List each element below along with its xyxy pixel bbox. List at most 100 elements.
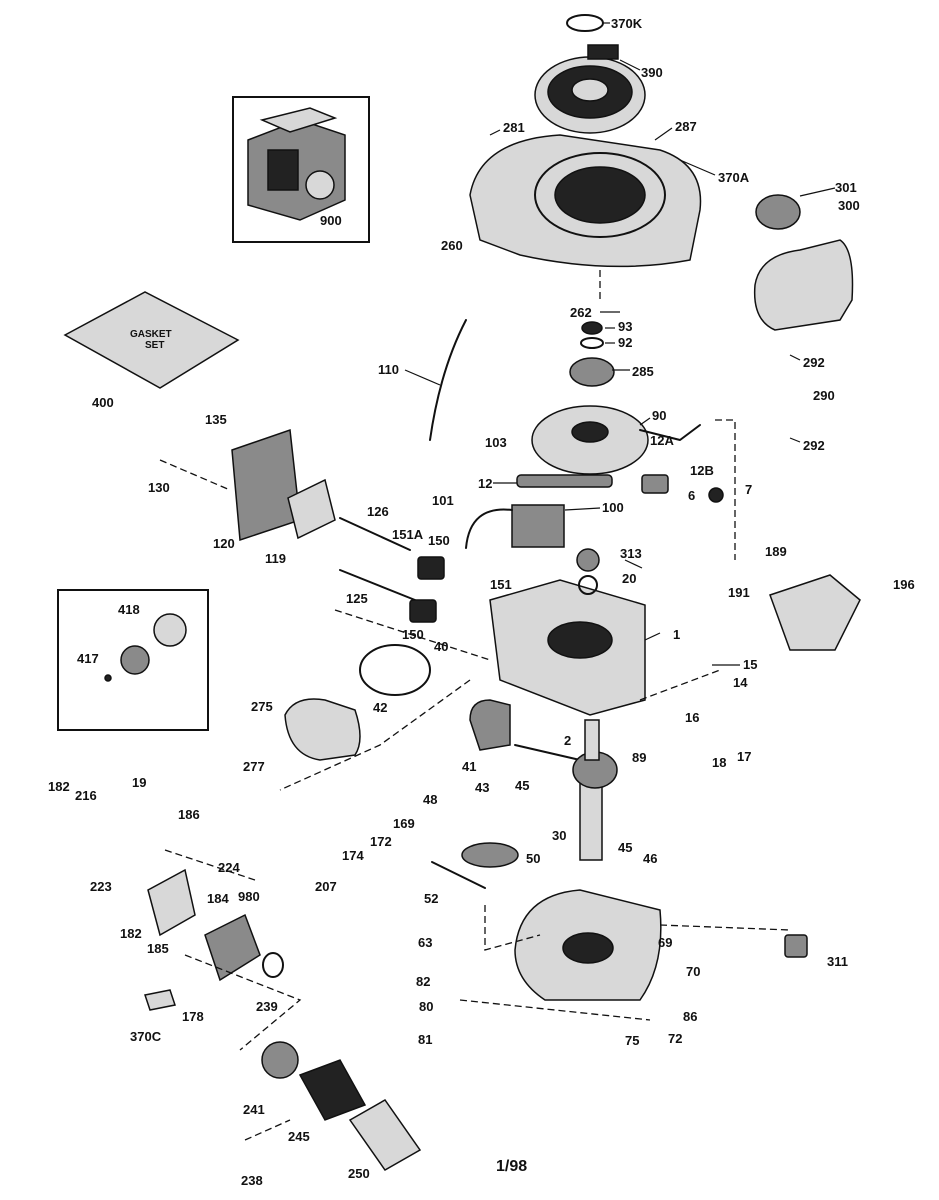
part-50-gear [461,842,519,868]
part-311-cap [784,934,808,958]
part-400-gasket-set [63,291,240,389]
label-313: 313 [620,546,642,561]
part-191-governor-bracket [769,574,861,651]
label-370A: 370A [718,170,750,185]
part-100-ignition-module [511,504,565,548]
label-370K: 370K [611,16,643,31]
label-182-lower: 182 [120,926,142,941]
label-18: 18 [712,755,726,770]
label-16: 16 [685,710,699,725]
inset-engine-assembly [232,96,370,243]
label-207: 207 [315,879,337,894]
part-12-air-vane [516,474,613,488]
label-90: 90 [652,408,666,423]
label-275: 275 [251,699,273,714]
part-90-flywheel [531,405,649,475]
label-196: 196 [893,577,915,592]
label-101: 101 [432,493,454,508]
label-6: 6 [688,488,695,503]
label-70: 70 [686,964,700,979]
label-185: 185 [147,941,169,956]
label-150-upper: 150 [428,533,450,548]
part-30-crankshaft [572,719,618,861]
label-277: 277 [243,759,265,774]
label-281: 281 [503,120,525,135]
label-93: 93 [618,319,632,334]
part-250-filter-cover [348,1099,422,1171]
label-7: 7 [745,482,752,497]
part-20-washer [578,575,598,595]
label-178: 178 [182,1009,204,1024]
label-285: 285 [632,364,654,379]
assembly-lines [159,270,791,1141]
part-12B-terminal [641,474,669,494]
label-301: 301 [835,180,857,195]
part-45-connecting-rod [514,744,581,761]
part-52-lever [431,861,486,889]
label-80: 80 [419,999,433,1014]
label-151: 151 [490,577,512,592]
part-260-blower-housing [469,134,702,268]
label-130: 130 [148,480,170,495]
label-41: 41 [462,759,476,774]
label-900: 900 [320,213,342,228]
footer-date-code: 1/98 [496,1158,527,1175]
part-41-piston [469,699,511,751]
label-gasket-line1: GASKET [130,329,172,340]
label-186: 186 [178,807,200,822]
label-150-lower: 150 [402,627,424,642]
label-75: 75 [625,1033,639,1048]
label-169: 169 [393,816,415,831]
label-262: 262 [570,305,592,320]
leader-lines [404,22,836,666]
part-labels: 370K 390 281 287 370A 260 900 301 300 26… [48,16,915,1188]
part-101-ground-wire [465,508,513,549]
part-980-carburetor [204,913,261,982]
label-17: 17 [737,749,751,764]
part-241-filter-base [261,1041,299,1079]
part-390-recoil-starter [534,44,646,134]
label-12B: 12B [690,463,714,478]
part-12A-bracket [639,424,701,441]
label-52: 52 [424,891,438,906]
label-126: 126 [367,504,389,519]
part-150-valve-spring-upper [417,556,445,580]
part-42-piston-rings [359,644,431,696]
label-245: 245 [288,1129,310,1144]
label-239: 239 [256,999,278,1014]
label-390: 390 [641,65,663,80]
label-40: 40 [434,639,448,654]
label-92: 92 [618,335,632,350]
label-72: 72 [668,1031,682,1046]
label-69: 69 [658,935,672,950]
label-103: 103 [485,435,507,450]
label-189: 189 [765,544,787,559]
label-48: 48 [423,792,437,807]
part-1-crankcase [489,579,646,716]
label-43: 43 [475,780,489,795]
part-370K-seal-ring [566,14,604,32]
label-418: 418 [118,602,140,617]
label-63: 63 [418,935,432,950]
part-275-muffler [284,698,361,761]
label-19: 19 [132,775,146,790]
label-125: 125 [346,591,368,606]
label-45-upper: 45 [515,778,529,793]
label-2: 2 [564,733,571,748]
part-313-seal [576,548,600,572]
part-125-valve [339,569,416,601]
part-120-cylinder-head [231,428,301,542]
part-300-fuel-tank [753,194,854,331]
label-12A: 12A [650,433,674,448]
label-290: 290 [813,388,835,403]
label-89: 89 [632,750,646,765]
label-20: 20 [622,571,636,586]
label-260: 260 [441,238,463,253]
label-241: 241 [243,1102,265,1117]
label-980: 980 [238,889,260,904]
label-110: 110 [378,362,399,377]
part-119-head-gasket [287,478,336,540]
label-292-lower: 292 [803,438,825,453]
label-172: 172 [370,834,392,849]
label-42: 42 [373,700,387,715]
